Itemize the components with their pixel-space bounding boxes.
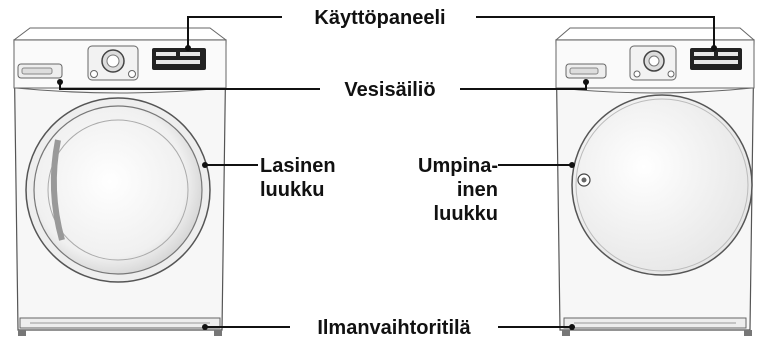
water-tank-label: Vesisäiliö [344,79,435,101]
solid-door-label-line3: luukku [434,203,498,225]
solid-door-label-line2: inen [457,179,498,201]
glass-door-callout: Lasinen luukku [202,155,336,201]
control-panel-label: Käyttöpaneeli [314,7,445,29]
glass-door-label-line1: Lasinen [260,155,336,177]
dryer-solid-door-illustration [555,27,755,336]
solid-door-callout: Umpina- inen luukku [418,155,575,225]
solid-door-label-line1: Umpina- [418,155,498,177]
control-panel-callout: Käyttöpaneeli [185,7,717,51]
glass-door-label-line2: luukku [260,179,324,201]
water-tank-callout: Vesisäiliö [57,79,589,101]
air-grille-label: Ilmanvaihtoritilä [317,317,471,339]
air-grille-callout: Ilmanvaihtoritilä [202,317,575,339]
dryer-glass-door-illustration [13,27,227,336]
